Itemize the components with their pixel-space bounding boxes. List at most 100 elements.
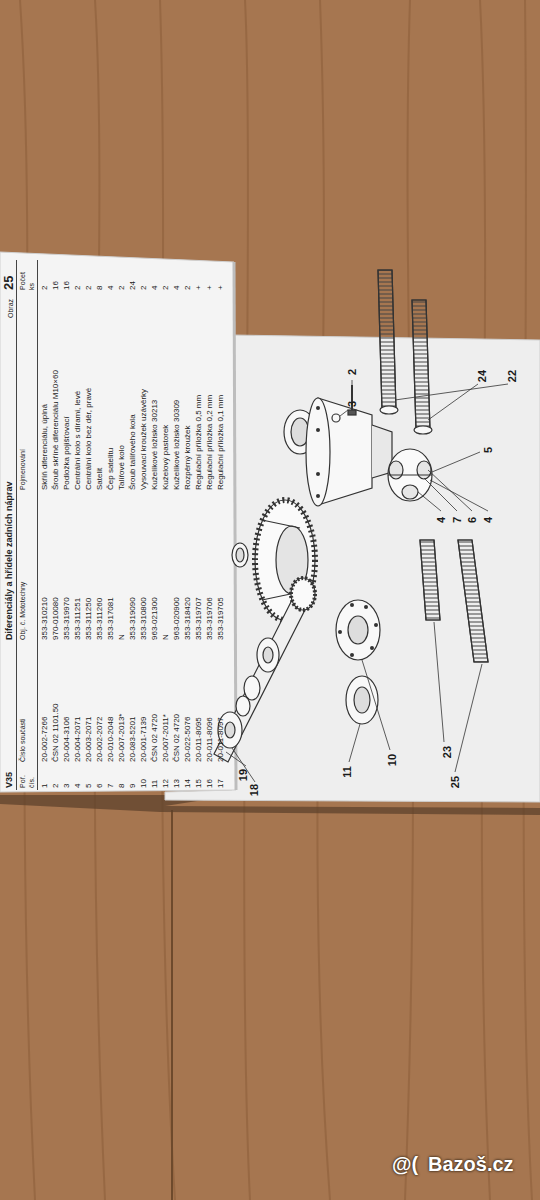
column-header: Obj. č. Mototechny [18,582,27,640]
table-cell-order-number: 353-319090 [127,597,138,640]
table-cell-part-name: Rozpěrný kroužek [182,426,193,490]
callout-number: 7 [451,517,463,523]
table-cell-part-number: 20-002-7266 [39,717,50,762]
table-cell-part-number: 20-007-2011* [160,714,171,762]
table-cell-quantity: 2 [39,286,50,290]
table-cell-row-number: 11 [149,780,160,788]
table-cell-quantity: 4 [171,286,182,290]
table-cell-order-number: 963-020900 [171,597,182,640]
table-cell-quantity: + [215,285,226,290]
table-cell-order-number: 963-021300 [149,597,160,640]
table-cell-part-name: Podložka pojišťovací [61,416,72,490]
table-cell-quantity: 2 [116,286,127,290]
table-cell-row-number: 8 [116,784,127,788]
table-cell-part-number: ČSN 02 4720 [149,714,160,762]
table-cell-order-number: 353-310210 [39,597,50,640]
table-cell-row-number: 4 [72,784,83,788]
table-cell-order-number: N [116,634,127,640]
table-cell-row-number: 5 [83,784,94,788]
table-cell-order-number: 353-319706 [204,597,215,640]
callout-number: 11 [341,766,353,778]
table-cell-quantity: 4 [105,286,116,290]
table-cell-part-number: 20-001-7139 [138,717,149,762]
table-cell-row-number: 10 [138,779,149,788]
table-cell-part-name: Kuželový pastorek [160,425,171,490]
table-cell-order-number: 353-319705 [215,597,226,640]
table-cell-row-number: 12 [160,779,171,788]
table-rule [37,260,38,790]
callout-number: 5 [482,447,494,453]
table-cell-part-number: 20-007-2013* [116,714,127,762]
table-cell-quantity: + [193,285,204,290]
table-cell-row-number: 15 [193,779,204,788]
table-cell-part-name: Čep satelitu [105,448,116,490]
table-cell-part-name: Regulační příložka 0,1 mm [215,395,226,490]
callout-number: 18 [248,784,260,796]
table-cell-order-number: 353-311250 [83,598,94,640]
table-cell-order-number: N [160,634,171,640]
callout-number: 2 [346,369,358,375]
leader-lines [226,380,508,782]
table-cell-part-name: Satelit [94,468,105,490]
table-cell-part-number: 20-004-3106 [61,717,72,762]
table-cell-part-name: Kuželíkové ložisko 30213 [149,400,160,490]
table-cell-part-name: Talířové kolo [116,445,127,490]
table-cell-quantity: 2 [138,286,149,290]
table-cell-row-number: 1 [39,784,50,788]
table-cell-row-number: 2 [50,784,61,788]
callout-number: 19 [237,769,249,781]
table-cell-part-name: Skříň diferenciálu, úplná [39,404,50,490]
table-cell-part-number: 20-010-2048 [105,717,116,762]
table-cell-quantity: 2 [182,286,193,290]
table-cell-quantity: 16 [50,281,61,290]
column-header: Pojmenování [18,449,27,490]
table-cell-row-number: 9 [127,784,138,788]
table-cell-part-number: 20-002-2072 [94,717,105,762]
table-cell-part-number: ČSN 02 1101.50 [50,703,61,762]
column-header: Poř. čís. [18,764,36,788]
table-cell-order-number: 353-319970 [61,597,72,640]
table-cell-part-name: Centrální kolo s dírami, levé [72,391,83,490]
table-cell-row-number: 16 [204,779,215,788]
table-cell-quantity: 16 [61,281,72,290]
table-cell-row-number: 14 [182,779,193,788]
callout-number: 24 [476,370,488,382]
callout-number: 22 [506,370,518,382]
table-cell-part-number: 20-022-5076 [182,717,193,762]
watermark-logo: @( [392,1152,418,1176]
table-cell-row-number: 13 [171,779,182,788]
table-cell-part-name: Kuželíkové ložisko 30309 [171,400,182,490]
table-cell-order-number: 353-317081 [105,597,116,640]
table-cell-part-name: Vysouvací kroužek uzávěrky [138,389,149,490]
table-cell-part-number: 20-083-5201 [127,717,138,762]
figure-number: 25 [2,276,16,290]
table-cell-part-name: Šroub talířového kola [127,414,138,490]
table-cell-part-number: ČSN 02 4720 [171,714,182,762]
callout-number: 6 [466,517,478,523]
differential-drawing [214,270,488,762]
callout-number: 25 [449,776,461,788]
table-cell-part-number: 20-003-2071 [83,717,94,762]
column-header: Počet ks [18,266,36,290]
table-cell-row-number: 6 [94,784,105,788]
table-cell-row-number: 17 [215,779,226,788]
table-cell-part-number: 20-011-8097 [215,717,226,762]
table-cell-order-number: 353-311260 [94,598,105,640]
watermark-text: Bazoš.cz [428,1152,514,1176]
callout-number: 3 [346,401,358,407]
table-cell-order-number: 970-010080 [50,597,61,640]
table-cell-part-number: 20-011-8095 [193,717,204,762]
callout-number: 23 [441,746,453,758]
table-cell-quantity: 2 [83,286,94,290]
figure-word: Obraz [5,299,16,318]
parts-table-page: Diferenciály a hřídele zadních nápravV35… [3,260,235,790]
table-cell-part-number: 20-011-8096 [204,717,215,762]
table-cell-part-name: Šroub skříně diferenciálu M10×60 [50,370,61,490]
table-cell-part-name: Regulační příložka 0,5 mm [193,395,204,490]
table-cell-quantity: 8 [94,286,105,290]
callout-number: 4 [482,517,494,523]
board-joint [171,810,173,1200]
table-rule [16,260,17,790]
table-cell-order-number: 353-311251 [72,598,83,640]
